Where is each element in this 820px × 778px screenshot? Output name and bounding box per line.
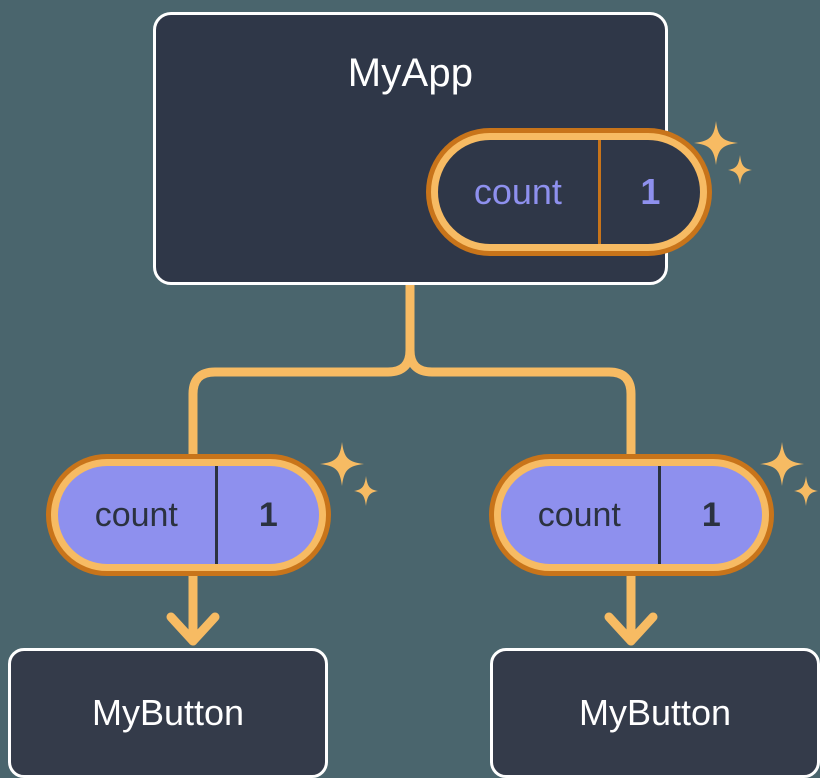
connector-branch-right	[405, 345, 636, 465]
state-value: 1	[657, 466, 762, 564]
state-value: 1	[214, 466, 319, 564]
myapp-state-pill[interactable]: count 1	[426, 128, 712, 256]
connector-branch-left	[188, 345, 415, 465]
left-child-state-pill[interactable]: count 1	[46, 454, 331, 576]
state-value: 1	[597, 140, 700, 244]
arrow-right-head	[604, 612, 658, 646]
state-key: count	[537, 495, 621, 534]
mybutton-card-right[interactable]: MyButton	[490, 648, 820, 778]
right-child-state-pill[interactable]: count 1	[489, 454, 774, 576]
mybutton-card-left[interactable]: MyButton	[8, 648, 328, 778]
pill-body: count 1	[431, 133, 707, 251]
myapp-card[interactable]: MyApp count 1	[153, 12, 752, 285]
arrow-left-head	[166, 612, 220, 646]
pill-body: count 1	[494, 459, 769, 571]
state-key: count	[94, 495, 178, 534]
state-key: count	[473, 171, 562, 212]
myapp-title: MyApp	[347, 51, 474, 95]
pill-body: count 1	[51, 459, 326, 571]
